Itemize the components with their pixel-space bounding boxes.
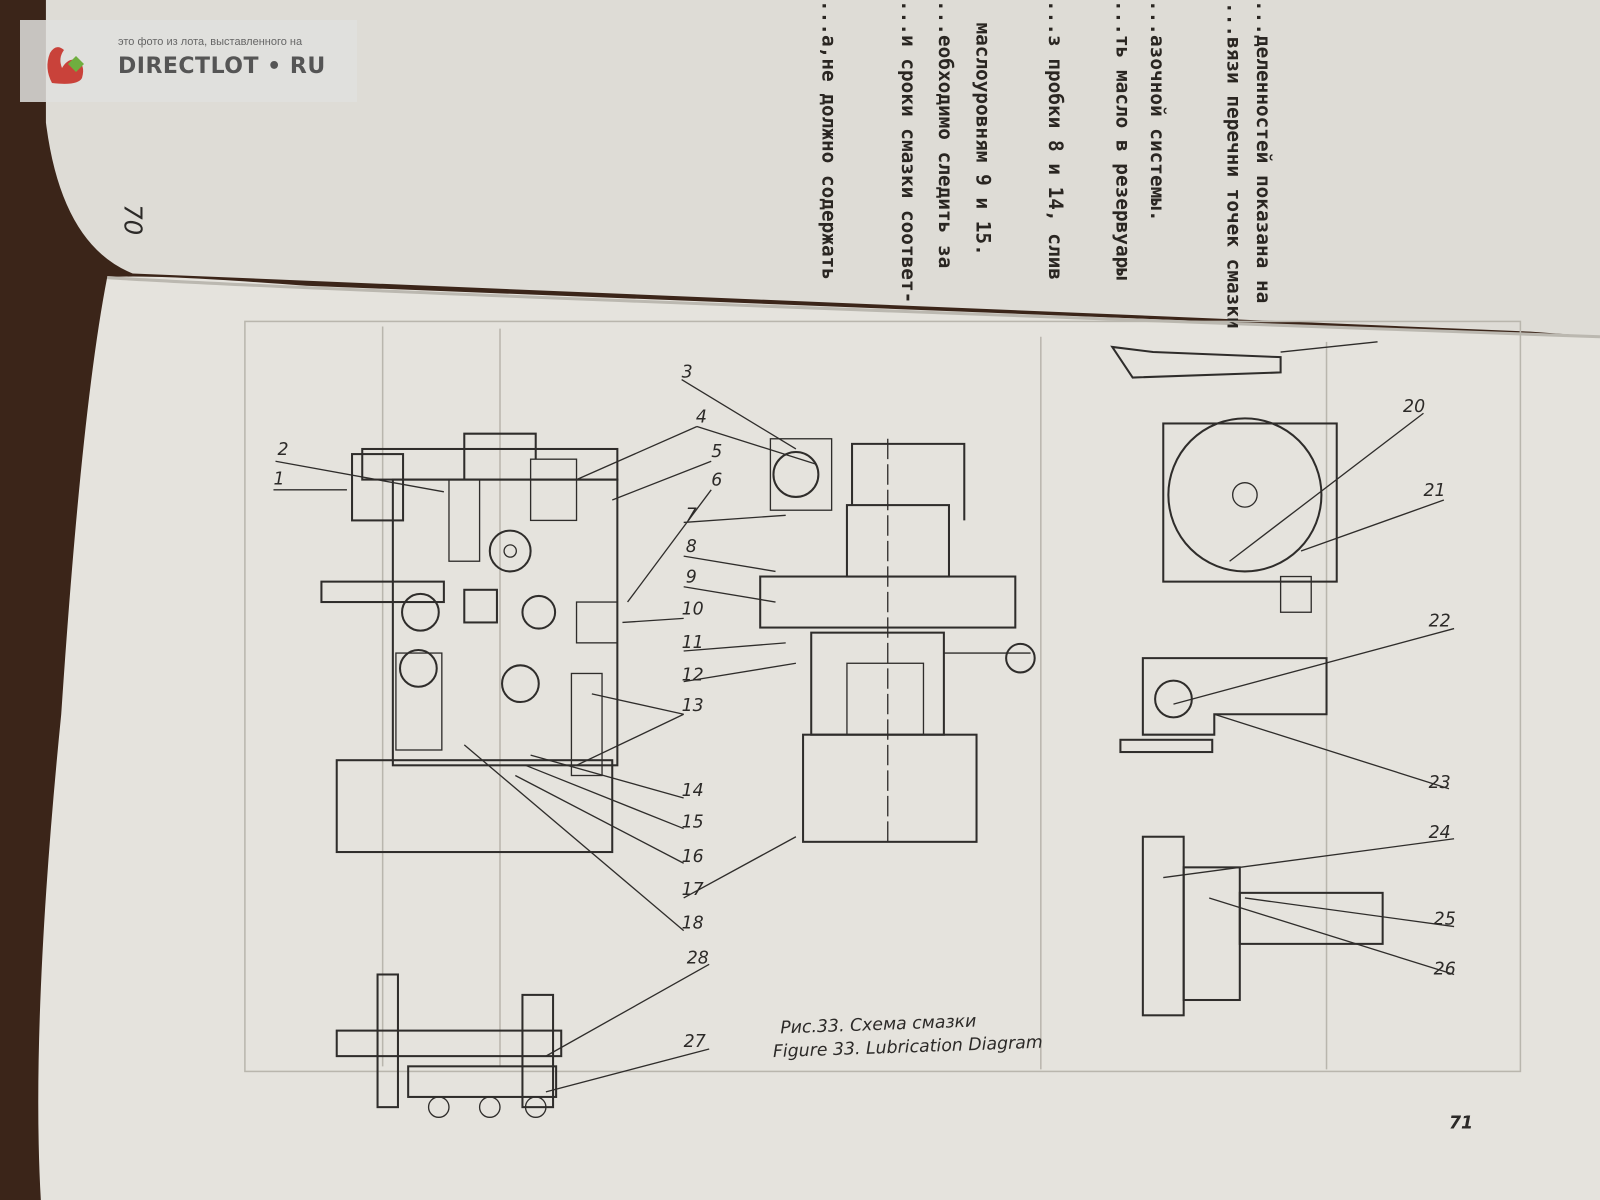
callout-numbers: 1 2 3 4 5 6 7 8 9 10 11 12 13 14 15 16 1…	[273, 363, 1455, 1052]
page-number-right: 71	[1449, 1114, 1473, 1134]
text-line: ...и сроки смазки соответ-	[897, 0, 920, 303]
machine-side-view	[320, 432, 619, 854]
callout-9: 9	[686, 568, 697, 588]
top-page-text: ...деленностей показана на ...вязи переч…	[118, 0, 1275, 329]
squirrel-logo-icon	[47, 47, 84, 84]
callout-7: 7	[686, 505, 697, 525]
callout-17: 17	[682, 880, 704, 900]
text-line: ...еобходимо следить за	[934, 0, 957, 268]
text-line: маслоуровням 9 и 15.	[972, 22, 995, 255]
callout-26: 26	[1434, 959, 1456, 979]
top-page	[45, 0, 1600, 337]
watermark-brand: DIRECTLOT • RU	[118, 54, 326, 79]
callout-8: 8	[686, 537, 697, 557]
section-detail	[335, 973, 563, 1119]
callout-11: 11	[682, 633, 704, 653]
text-line: ...деленностей показана на	[1252, 0, 1275, 303]
callout-20: 20	[1403, 397, 1425, 417]
callout-22: 22	[1429, 612, 1451, 632]
callout-1: 1	[273, 470, 284, 490]
callout-16: 16	[682, 847, 704, 867]
callout-18: 18	[682, 914, 704, 934]
callout-24: 24	[1429, 823, 1451, 843]
callout-23: 23	[1429, 773, 1451, 793]
callout-28: 28	[687, 948, 709, 968]
machine-front-view	[759, 438, 1036, 847]
callout-12: 12	[682, 666, 704, 686]
callout-6: 6	[711, 471, 722, 491]
page-number-left: 70	[118, 204, 147, 235]
callout-15: 15	[682, 813, 704, 833]
callout-14: 14	[682, 781, 704, 801]
callout-21: 21	[1423, 481, 1445, 501]
callout-5: 5	[711, 442, 722, 462]
callout-27: 27	[684, 1032, 706, 1052]
watermark-caption: это фото из лота, выставленного на	[118, 36, 303, 48]
callout-10: 10	[682, 599, 704, 619]
text-line: ...ть масло в резервуары	[1111, 0, 1134, 280]
callout-4: 4	[696, 407, 707, 427]
text-line: ...а,не должно содержать	[817, 0, 840, 280]
callout-3: 3	[682, 363, 693, 383]
callout-2: 2	[278, 440, 289, 460]
text-line: ...з пробки 8 и 14, слив	[1044, 0, 1067, 280]
text-line: ...азочной системы.	[1146, 0, 1169, 222]
text-line: ...вязи перечни точек смазки	[1223, 2, 1246, 329]
watermark: это фото из лота, выставленного на DIREC…	[20, 20, 357, 102]
leader-lines	[273, 379, 1455, 1093]
callout-13: 13	[682, 696, 704, 716]
bottom-page	[38, 276, 1600, 1200]
callout-25: 25	[1434, 909, 1456, 929]
